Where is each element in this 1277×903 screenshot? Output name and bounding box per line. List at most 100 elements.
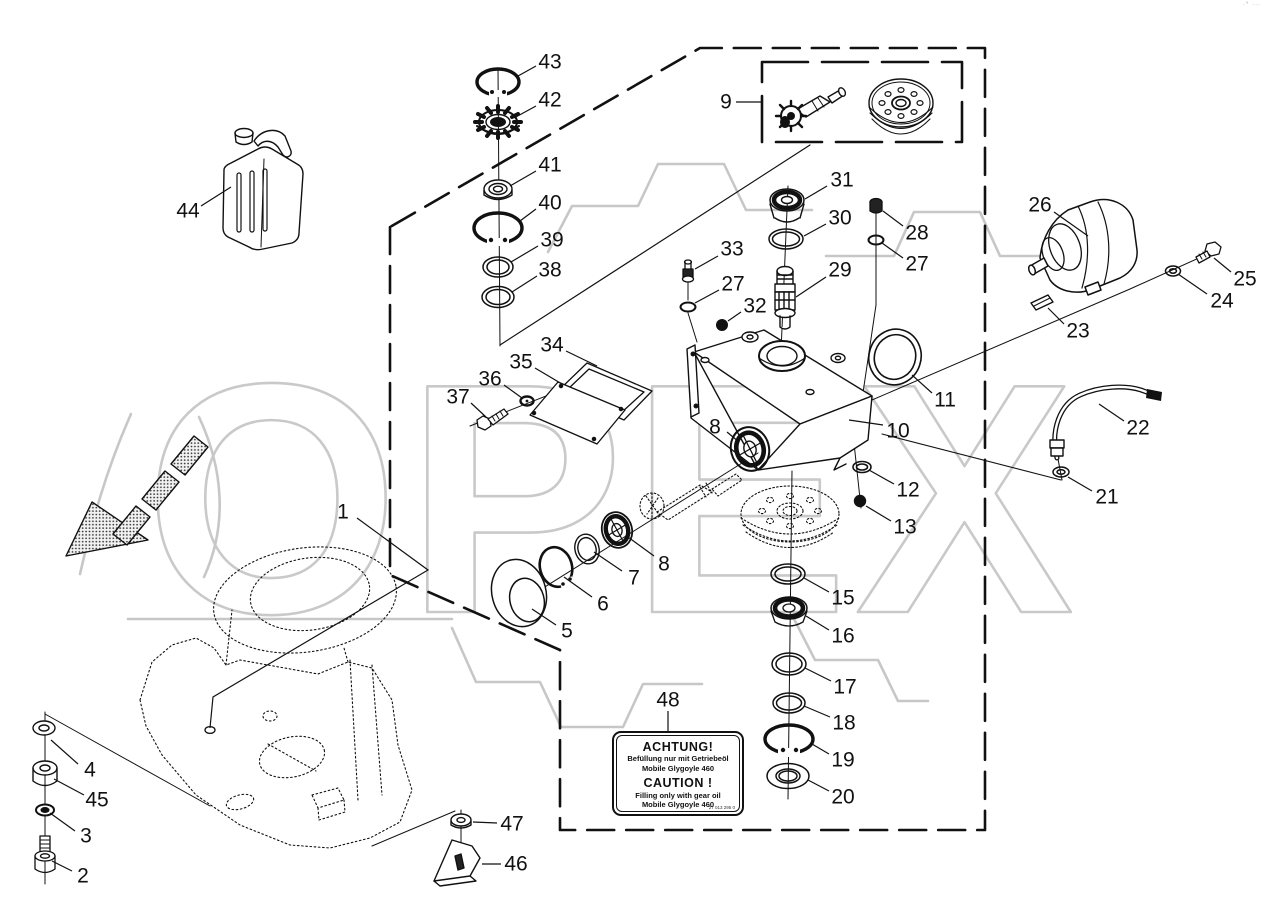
part-breather-29 [774, 265, 796, 330]
callout-10: 10 [886, 419, 910, 443]
callout-46: 46 [504, 852, 528, 876]
warning-title-en: CAUTION ! [643, 776, 713, 791]
callout-47: 47 [500, 812, 524, 836]
callout-2: 2 [77, 864, 89, 888]
callout-34: 34 [540, 333, 564, 357]
part-snapring-43 [475, 67, 521, 97]
callout-48: 48 [656, 688, 680, 712]
leader-15 [803, 577, 830, 593]
part-ring-38 [481, 285, 515, 309]
part-washer-20 [766, 762, 810, 790]
callout-25: 25 [1233, 267, 1257, 291]
leader-5 [531, 608, 557, 626]
part-ball-13 [853, 494, 867, 508]
leader-36 [503, 384, 523, 399]
part-oring-27l [679, 301, 697, 313]
leader-37 [470, 402, 487, 418]
part-ball-32 [716, 319, 728, 331]
warning-line2-en: Mobile Glygoyle 460 [641, 799, 715, 809]
leader-4 [50, 739, 79, 765]
part-splined-shaft [639, 473, 743, 521]
callout-6: 6 [597, 592, 609, 616]
warning-line2-de: Mobile Glygoyle 460 [641, 763, 715, 773]
leader-8 [627, 536, 655, 557]
part-oring-30 [768, 228, 804, 250]
leader-16 [805, 615, 830, 631]
part-snapring-40 [472, 211, 524, 246]
callout-39: 39 [540, 228, 564, 252]
leader-43 [517, 65, 537, 77]
callout-16: 16 [831, 624, 855, 648]
leader-18 [803, 705, 831, 718]
part-bushing-45 [32, 760, 58, 787]
leader-45 [53, 778, 85, 796]
part-ring-21 [1052, 466, 1070, 478]
leader-19 [811, 743, 830, 755]
leader-35 [534, 367, 563, 385]
callout-26: 26 [1028, 193, 1052, 217]
part-pulley-9 [868, 78, 934, 135]
machine-body-phantom [139, 546, 413, 849]
leader-6 [563, 576, 593, 598]
corner-marks: ·° ··· [1243, 2, 1262, 8]
leader-33 [694, 255, 719, 270]
leader-27 [881, 242, 904, 259]
callout-42: 42 [538, 88, 562, 112]
callout-35: 35 [509, 350, 533, 374]
leader-29 [795, 276, 827, 298]
callout-3: 3 [80, 824, 92, 848]
item9-box [760, 60, 964, 144]
watermark-gear-top [546, 162, 1048, 258]
leader-10 [848, 419, 884, 426]
part-ring-17 [771, 652, 807, 676]
warning-line1-de: Befüllung nur mit Getriebeöl [627, 754, 729, 764]
leader-41 [509, 170, 537, 187]
part-motor-26 [1027, 198, 1138, 296]
part-key-23 [1030, 294, 1054, 311]
part-bolt-2 [34, 835, 56, 874]
callout-21: 21 [1095, 485, 1119, 509]
part-washer-36 [519, 395, 535, 407]
callout-40: 40 [538, 191, 562, 215]
part-washer-3 [35, 803, 55, 817]
part-washer-41 [483, 179, 513, 201]
warning-title-de: ACHTUNG! [642, 740, 714, 754]
leader-26 [1053, 211, 1089, 237]
callout-17: 17 [833, 675, 857, 699]
leader-32 [727, 311, 742, 322]
part-gear-42 [473, 104, 523, 140]
part-ring-18 [772, 692, 806, 714]
leader-2 [51, 860, 73, 872]
warning-line1-en: Filling only with gear oil [635, 790, 721, 800]
part-fitting-33 [681, 259, 695, 283]
leader-40 [519, 208, 537, 222]
callout-27: 27 [905, 252, 929, 276]
part-bolt-37 [476, 408, 509, 431]
callout-18: 18 [832, 711, 856, 735]
warning-label-code: 27 013 295 0 [708, 805, 735, 810]
callout-30: 30 [828, 206, 852, 230]
callout-11: 11 [934, 388, 956, 412]
leader-44 [200, 186, 232, 207]
callout-28: 28 [905, 221, 929, 245]
leader-24 [1177, 273, 1208, 295]
leader-47 [472, 821, 498, 824]
callout-36: 36 [478, 367, 502, 391]
callout-12: 12 [896, 478, 920, 502]
leader-22 [1098, 403, 1125, 422]
callout-32: 32 [743, 294, 767, 318]
part-bearing-16 [770, 596, 808, 627]
part-washer-4 [32, 720, 56, 736]
part-bearing-8b [600, 511, 634, 549]
part-ring-39 [482, 256, 514, 278]
callout-38: 38 [538, 258, 562, 282]
part-bearing-8a [729, 426, 771, 472]
part-pulley-phantom [740, 485, 840, 548]
leader-31 [804, 185, 828, 200]
leader-3 [49, 812, 76, 832]
leader-27-2 [694, 289, 720, 304]
callout-22: 22 [1126, 416, 1150, 440]
leader-28 [882, 210, 904, 227]
